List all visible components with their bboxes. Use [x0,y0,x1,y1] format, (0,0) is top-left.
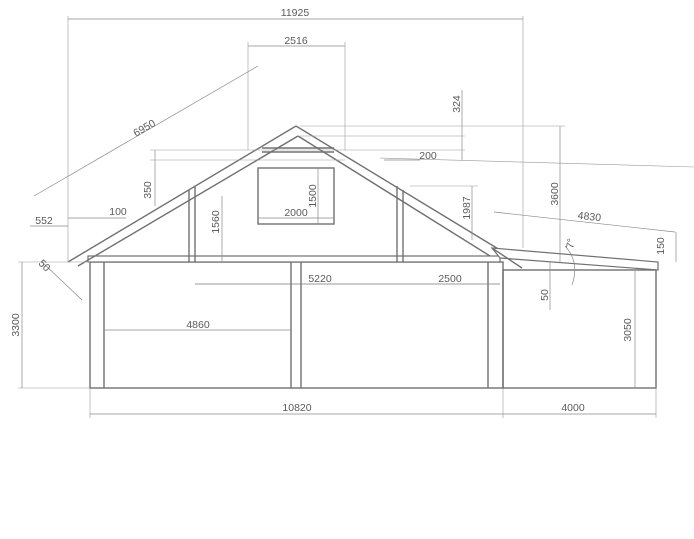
building-structure [67,125,659,389]
dimension-labels: 11925 2516 6950 552 100 50 350 1560 2000… [10,7,667,414]
label-rafter-length: 6950 [131,117,157,139]
dimension-lines [21,18,677,415]
label-window-height: 1500 [307,184,319,208]
label-mid-span: 5220 [308,273,332,285]
label-gable-offset: 350 [142,181,154,199]
label-window-offset: 1560 [210,210,222,234]
label-window-width: 2000 [284,207,308,219]
label-main-length: 10820 [282,402,311,414]
label-eave-offset: 100 [109,206,127,218]
gable-window [257,167,335,225]
label-overhang: 552 [35,215,53,227]
label-annex-edge: 150 [655,237,667,255]
right-rafter-inner [297,135,491,257]
dim-annex-roof [493,211,676,233]
label-annex-gap: 50 [539,289,551,301]
right-rafter-outer [295,125,501,251]
left-rafter-outer [67,125,297,263]
label-overall-width: 11925 [281,7,310,19]
label-annex-length: 4000 [561,402,585,414]
ceiling-beam [87,255,501,263]
left-rafter-inner [77,135,299,267]
annex-roof [490,247,659,271]
label-annex-roof: 4830 [577,210,602,224]
label-eave-thickness: 50 [36,258,53,275]
label-ridge-rise: 324 [451,95,463,113]
label-wall-height: 3300 [10,313,22,337]
label-ridge-width: 2516 [284,35,308,47]
dim-annex-angle-arc [564,245,576,286]
label-right-span: 2500 [438,273,462,285]
dim-eave-thickness [41,261,83,301]
annex-wall-outline [502,269,657,389]
label-roof-height: 3600 [549,182,561,206]
label-annex-wall-height: 3050 [622,318,634,342]
label-right-pitch: 1987 [461,196,473,220]
annex-roof-tie [491,247,523,269]
label-inner-span: 4860 [186,319,210,331]
dim-rafter-length [33,65,259,197]
label-ridge-gap: 200 [419,150,437,162]
label-annex-angle: 7° [564,237,578,249]
